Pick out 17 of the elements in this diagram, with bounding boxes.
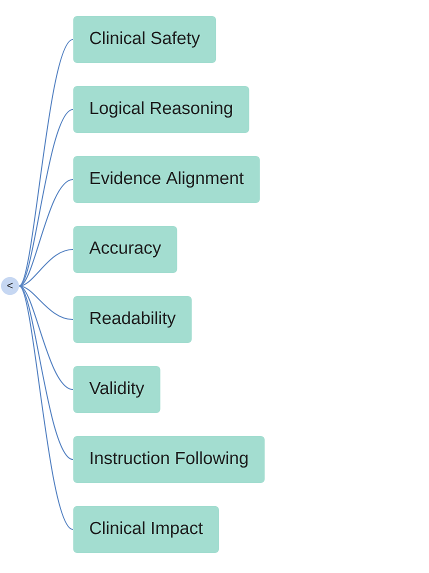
topic-box: Readability: [73, 296, 192, 343]
topic-box: Clinical Impact: [73, 506, 219, 553]
topic-box: Clinical Safety: [73, 16, 216, 63]
topic-box: Instruction Following: [73, 436, 265, 483]
topic-box: Evidence Alignment: [73, 156, 260, 203]
connector-line: [18, 178, 74, 286]
connector-line: [19, 285, 74, 320]
connector-line: [18, 39, 74, 286]
topic-box: Validity: [73, 366, 160, 413]
connector-line: [18, 286, 74, 460]
collapse-button: <: [1, 277, 19, 295]
topic-box: Logical Reasoning: [73, 86, 250, 133]
topic-box: Accuracy: [73, 226, 178, 273]
connector-line: [19, 248, 74, 287]
connector-line: [18, 109, 74, 286]
connector-line: [18, 286, 74, 530]
connector-line: [18, 286, 74, 390]
